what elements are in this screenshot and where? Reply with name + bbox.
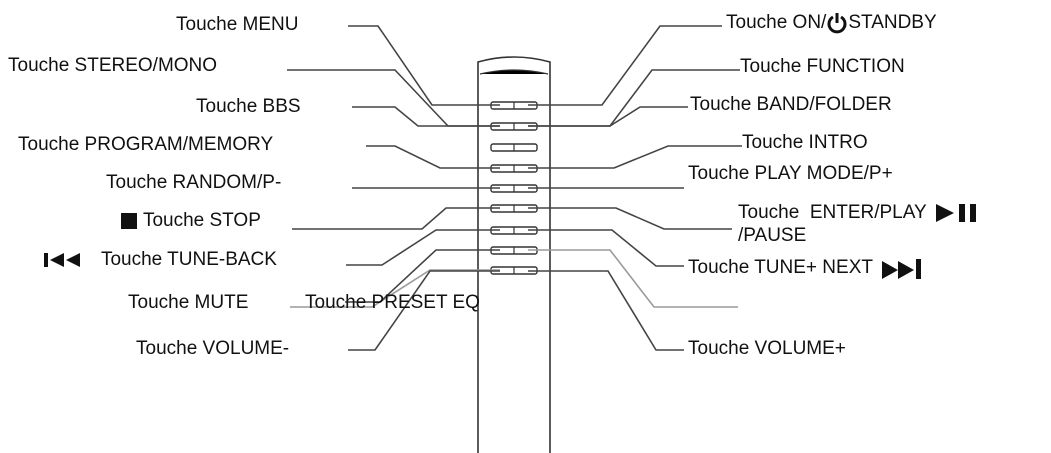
stop-square-icon	[121, 212, 137, 229]
label-program-memory: Touche PROGRAM/MEMORY	[18, 134, 274, 155]
label-bbs: Touche BBS	[196, 96, 301, 117]
label-stop: Touche STOP	[142, 210, 261, 231]
label-function: Touche FUNCTION	[740, 56, 905, 77]
label-on-standby-prefix: Touche ON/	[726, 12, 827, 34]
label-tune-back: Touche TUNE-BACK	[100, 249, 277, 270]
label-band-folder: Touche BAND/FOLDER	[690, 94, 892, 115]
label-volume-minus: Touche VOLUME-	[136, 338, 290, 359]
leader-menu	[348, 25, 500, 106]
label-menu: Touche MENU	[176, 14, 299, 35]
leader-unlabeled	[528, 249, 738, 308]
remote-body	[477, 56, 551, 453]
leader-preset-eq	[345, 249, 500, 303]
label-on-standby-row: Touche ON/ STANDBY	[726, 12, 937, 34]
label-on-standby-suffix: STANDBY	[848, 12, 937, 34]
label-play-mode: Touche PLAY MODE/P+	[688, 163, 893, 184]
play-pause-icon	[935, 204, 976, 222]
leader-mute	[290, 269, 500, 308]
leader-enter-play	[528, 207, 732, 230]
label-random: Touche RANDOM/P-	[106, 172, 282, 193]
label-enter-play-line1: Touche ENTER/PLAY	[738, 202, 927, 224]
leader-on-standby	[528, 25, 722, 106]
leader-tune-next	[528, 229, 684, 267]
label-enter-play-row: Touche ENTER/PLAY	[738, 202, 984, 224]
skip-back-icon	[44, 252, 80, 267]
leader-intro	[528, 145, 742, 169]
label-volume-plus: Touche VOLUME+	[688, 338, 846, 359]
leader-stereo-mono	[287, 69, 500, 127]
label-stop-row: Touche STOP	[120, 210, 261, 232]
label-preset-eq: Touche PRESET EQ	[305, 292, 480, 313]
leader-band-folder	[528, 106, 688, 127]
leader-volume-plus	[528, 270, 684, 351]
leader-stop	[292, 207, 500, 230]
label-tune-next-row: Touche TUNE+ NEXT	[688, 257, 942, 279]
remote-button-row-3	[490, 143, 538, 152]
remote-top-line	[479, 69, 549, 75]
label-enter-play-line2: /PAUSE	[738, 225, 807, 246]
skip-next-icon	[881, 259, 921, 279]
label-tune-next: Touche TUNE+ NEXT	[688, 257, 873, 279]
leader-bbs	[352, 106, 500, 127]
label-intro: Touche INTRO	[742, 132, 868, 153]
label-mute: Touche MUTE	[128, 292, 249, 313]
leader-program-memory	[366, 145, 500, 169]
leader-volume-minus	[348, 270, 500, 351]
power-icon	[827, 13, 847, 34]
label-stereo-mono: Touche STEREO/MONO	[8, 55, 218, 76]
leader-tune-back	[346, 229, 500, 266]
label-tune-back-row: Touche TUNE-BACK	[42, 249, 277, 271]
